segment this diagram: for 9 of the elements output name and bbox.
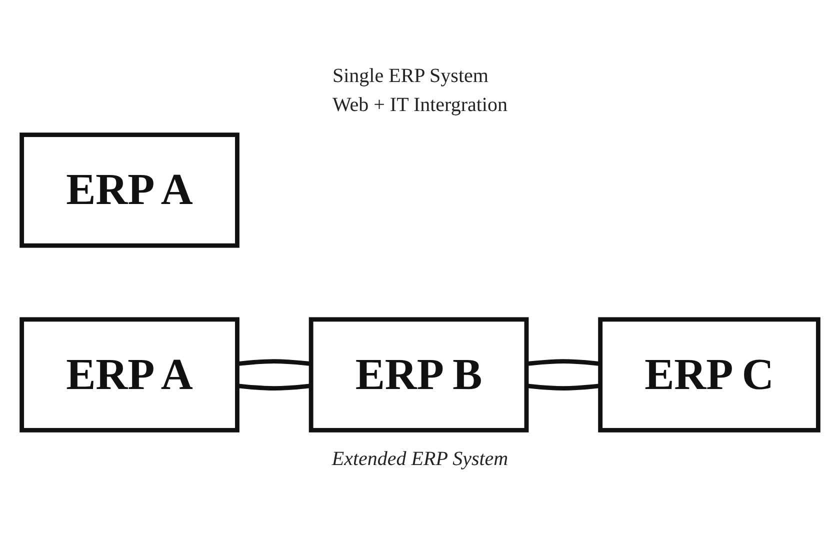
caption: Extended ERP System: [332, 448, 508, 470]
node-box: ERP C: [598, 316, 820, 432]
connector: [237, 383, 312, 390]
note-text: Single ERP System: [332, 64, 490, 88]
note-text: Web + IT Intergration: [332, 94, 508, 116]
connector: [237, 358, 312, 366]
node-box: ERP A: [20, 132, 240, 248]
node-box: ERP B: [308, 316, 529, 432]
node-box: ERP A: [20, 316, 240, 432]
